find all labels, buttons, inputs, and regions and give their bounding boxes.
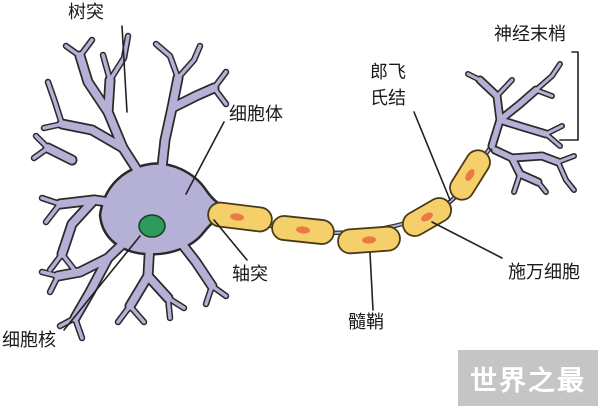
label-node-of-ranvier-line1: 郎飞 — [370, 62, 406, 83]
label-schwann-cell: 施万细胞 — [508, 262, 580, 283]
leader-line-dendrite — [121, 25, 128, 113]
leader-line-terminal — [559, 51, 579, 141]
label-node-of-ranvier-line2: 氏结 — [370, 88, 406, 109]
leader-lines — [63, 25, 579, 331]
myelin-segment — [401, 197, 453, 237]
label-myelin-sheath: 髓鞘 — [348, 312, 384, 333]
leader-line-nucleus — [63, 235, 141, 331]
label-nucleus: 细胞核 — [2, 330, 56, 351]
leader-line-myelin — [369, 252, 374, 311]
leader-line-axon — [213, 219, 248, 261]
label-cell-body: 细胞体 — [229, 104, 283, 125]
label-dendrite: 树突 — [68, 2, 104, 23]
cell-nucleus — [138, 214, 166, 238]
myelin-segment — [271, 215, 335, 245]
myelin-segment — [449, 149, 491, 201]
watermark-text: 世界之最 — [470, 365, 586, 397]
watermark-badge: 世界之最 — [458, 350, 598, 406]
myelin-segment — [207, 201, 273, 233]
leader-line-node — [413, 111, 451, 201]
leader-line-cell-body — [185, 121, 225, 195]
leader-line-schwann — [431, 221, 503, 259]
label-axon: 轴突 — [232, 264, 268, 285]
label-axon-terminal: 神经末梢 — [494, 24, 566, 45]
myelin-segment — [337, 225, 401, 255]
